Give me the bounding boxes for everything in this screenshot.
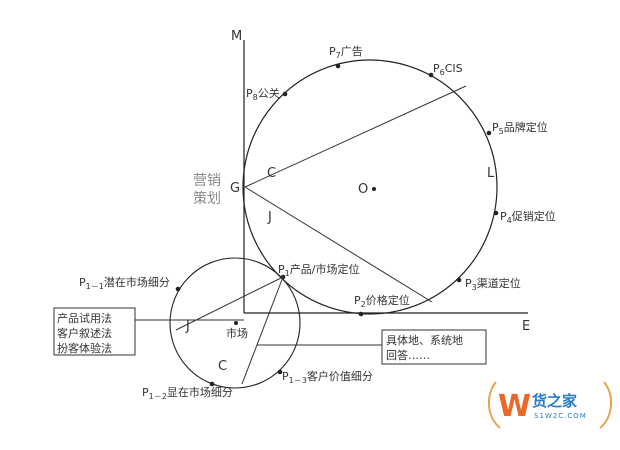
point-p4-dot [493,210,499,216]
point-label-g: G [230,181,240,196]
axis-label-e: E [522,319,530,334]
line-g-to-p6 [244,85,467,188]
small-j-label: J [185,319,190,334]
point-p3-label: P3渠道定位 [465,276,521,292]
point-p6-label: P6CIS [433,62,463,77]
point-p7-label: P7广告 [329,45,363,60]
point-p13-label: P1－3客户价值细分 [282,369,373,385]
point-p8-dot [282,91,288,97]
line-g-to-p2 [244,186,433,303]
point-p11-label: P1－1潜在市场细分 [79,275,170,291]
left-box-line-1: 产品试用法 [57,311,112,325]
center-point-o [372,187,376,191]
big-circle [242,59,498,315]
small-c-label: C [218,359,227,374]
left-box-line-3: 扮客体验法 [57,341,112,355]
marketing-label-line1: 营销 [193,173,221,189]
watermark-main-text: 货之家 [532,392,577,410]
point-p3-dot [456,277,462,283]
point-p6-dot [428,72,434,78]
watermark-sub-text: S1W2C.COM [534,412,587,420]
point-p11-dot [175,286,181,292]
point-p7-dot [335,63,341,69]
line-p1-to-bottom [241,276,284,385]
point-p4-label: P4促销定位 [500,209,556,225]
small-center-label: 市场 [226,326,248,340]
point-p5-dot [486,130,492,136]
right-answer-box [381,329,487,365]
watermark-w-icon: W [498,389,531,424]
right-box-line-1: 具体地、系统地 [386,333,463,347]
watermark-logo: W 货之家 S1W2C.COM [488,381,612,429]
point-p8-label: P8公关 [246,86,280,102]
right-box-line-2: 回答…… [386,348,430,362]
laurel-left-icon [488,381,501,429]
big-c-label: C [267,166,276,181]
left-method-box [53,307,136,356]
laurel-right-icon [599,381,612,429]
point-p12-label: P1－2显在市场细分 [142,385,233,401]
point-p1-label: P1产品/市场定位 [278,262,359,278]
point-p5-label: P5品牌定位 [492,120,548,136]
point-p12-dot [209,381,215,387]
big-j-label: J [267,210,272,225]
line-p1-to-left [175,276,284,331]
small-circle [169,257,301,389]
point-p2-dot [358,311,364,317]
marketing-label-line2: 策划 [193,190,221,207]
point-p13-dot [277,369,283,375]
small-circle-center-dot [234,321,238,325]
point-p2-label: P2价格定位 [354,293,410,309]
left-box-line-2: 客户叙述法 [57,326,112,340]
axis-label-m: M [231,29,242,44]
center-label-o: O [358,182,368,197]
l-label: L [487,166,495,181]
